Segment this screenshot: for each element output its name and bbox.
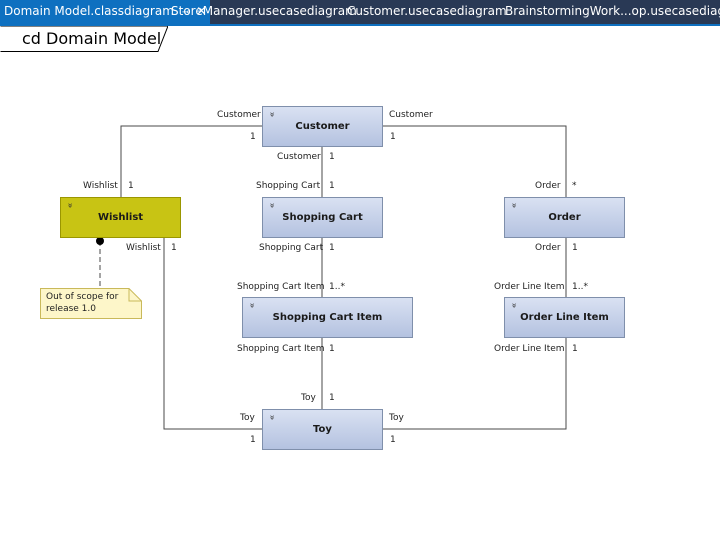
multiplicity-label: 1..* [572,282,588,292]
tab-domain-model[interactable]: Domain Model.classdiagram ⊸ ✕ [0,0,211,24]
multiplicity-label: 1 [329,152,335,162]
multiplicity-label: 1 [329,243,335,253]
role-label: Customer [217,110,261,120]
tab-store-manager-label: StoreManager.usecasediagram [171,4,357,18]
tab-store-manager[interactable]: StoreManager.usecasediagram [171,0,357,24]
multiplicity-label: 1 [329,181,335,191]
role-label: Shopping Cart [259,243,324,253]
role-label: Wishlist [83,181,118,191]
class-wishlist[interactable]: » Wishlist [60,197,181,238]
multiplicity-label: 1 [572,243,578,253]
class-shopping-cart-item[interactable]: » Shopping Cart Item [242,297,413,338]
diagram-title: cd Domain Model [22,29,162,48]
assoc-customer-order [383,125,567,197]
tab-brainstorming[interactable]: BrainstormingWork...op.usecasediagram [505,0,720,24]
role-label: Toy [301,393,316,403]
class-order-name: Order [548,212,581,223]
multiplicity-label: 1 [128,181,134,191]
multiplicity-label: 1 [171,243,177,253]
role-label: Shopping Cart Item [237,282,325,292]
role-label: Toy [389,413,404,423]
multiplicity-label: 1 [390,435,396,445]
tab-brainstorming-label: BrainstormingWork...op.usecasediagram [505,4,720,18]
class-wishlist-name: Wishlist [97,212,144,223]
assoc-customer-wishlist [120,125,262,197]
class-order-line-item-name: Order Line Item [520,312,609,323]
multiplicity-label: 1..* [329,282,345,292]
note-shape [40,288,142,319]
tab-accent-line [0,24,720,26]
assoc-orderlineitem-toy [383,338,567,430]
class-shopping-cart-item-name: Shopping Cart Item [272,312,383,323]
role-label: Order [535,243,561,253]
class-customer-name: Customer [295,121,350,132]
class-order[interactable]: » Order [504,197,625,238]
multiplicity-label: 1 [329,344,335,354]
note-text: Out of scope for release 1.0 [46,292,119,314]
assoc-wishlist-toy [163,238,262,430]
role-label: Shopping Cart Item [237,344,325,354]
role-label: Customer [389,110,433,120]
multiplicity-label: 1 [250,435,256,445]
role-label: Shopping Cart [256,181,321,191]
multiplicity-label: 1 [390,132,396,142]
note-anchor-dot [96,237,104,245]
role-label: Order Line Item [494,344,565,354]
diagram-frame-title-box [0,26,168,52]
class-order-line-item[interactable]: » Order Line Item [504,297,625,338]
document-tab-bar: Domain Model.classdiagram ⊸ ✕ StoreManager… [0,0,720,24]
tab-customer[interactable]: Customer.usecasediagram [347,0,507,24]
role-label: Order [535,181,561,191]
multiplicity-label: * [572,181,577,191]
class-shopping-cart[interactable]: » Shopping Cart [262,197,383,238]
role-label: Wishlist [126,243,161,253]
pin-icon[interactable]: ⊸ [181,7,191,18]
close-icon[interactable]: ✕ [196,4,207,18]
role-label: Toy [240,413,255,423]
role-label: Customer [277,152,321,162]
class-customer[interactable]: » Customer [262,106,383,147]
class-toy[interactable]: » Toy [262,409,383,450]
multiplicity-label: 1 [572,344,578,354]
tab-domain-model-label: Domain Model.classdiagram [4,4,174,18]
class-shopping-cart-name: Shopping Cart [282,212,363,223]
multiplicity-label: 1 [250,132,256,142]
role-label: Order Line Item [494,282,565,292]
class-toy-name: Toy [313,424,332,435]
tab-customer-label: Customer.usecasediagram [347,4,507,18]
multiplicity-label: 1 [329,393,335,403]
